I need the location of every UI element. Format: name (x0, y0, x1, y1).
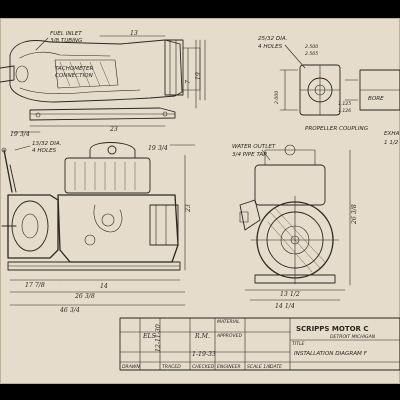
field-material: MATERIAL (217, 319, 240, 325)
dia-holes-left-1: 13/32 DIA. (32, 141, 62, 147)
field-scale: SCALE 1/8 (247, 364, 271, 370)
dim-26-end: 26 3/8 (351, 204, 358, 225)
dim-2500: 2.500 (305, 44, 318, 50)
dim-1126: 1.126 (338, 108, 351, 114)
dim-19-3-4-side: 19 3/4 (148, 145, 168, 152)
checked-date: 1-19-33 (192, 351, 216, 358)
dim-19-3-4-left: 19 3/4 (10, 131, 30, 138)
propeller-coupling-view (279, 64, 400, 116)
dim-13-top: 13 (130, 30, 138, 37)
dim-19: 19 (195, 72, 202, 80)
side-view (1, 142, 196, 306)
company-name: SCRIPPS MOTOR C (296, 325, 369, 333)
dim-46-3-4: 46 3/4 (59, 307, 80, 314)
field-checked: CHECKED (192, 364, 215, 370)
dim-2000: 2.000 (274, 91, 280, 104)
end-view (239, 144, 351, 301)
dia-holes-left-2: 4 HOLES (32, 148, 57, 154)
fuel-inlet-label: FUEL INLET (50, 31, 82, 37)
company-subtitle: DETROIT MICHIGAN (330, 334, 376, 340)
field-approved: APPROVED (216, 333, 243, 339)
dim-14-side: 14 (100, 283, 108, 290)
bottom-border (0, 384, 400, 400)
checked-initials: R.M. (194, 333, 210, 340)
field-title: TITLE (292, 341, 305, 347)
propeller-coupling-label: PROPELLER COUPLING (305, 126, 369, 132)
top-view (0, 35, 206, 133)
bore-label: BORE (368, 96, 384, 102)
dim-13-1-2: 13 1/2 (280, 291, 300, 298)
dim-23-side: 23 (185, 204, 192, 213)
dim-2505: 2.505 (305, 51, 318, 57)
top-border (0, 0, 400, 18)
tachometer-label: TACHOMETER (55, 66, 94, 72)
water-outlet-2: 3/4 PIPE TAP (232, 152, 267, 158)
title-block (119, 317, 400, 371)
field-traced: TRACED (162, 364, 181, 370)
field-drawn: DRAWN (122, 364, 140, 370)
dim-17-7-8: 17 7/8 (25, 282, 45, 289)
tubing-label: 3/8 TUBING (50, 38, 83, 44)
dim-14-1-4: 14 1/4 (275, 303, 295, 310)
dim-1125: 1.125 (338, 101, 351, 107)
exhaust-label: EXHA (384, 131, 400, 137)
dim-26-3-8: 26 3/8 (74, 293, 95, 300)
dim-23: 23 (109, 126, 118, 133)
dia-holes-right-1: 25/32 DIA. (258, 36, 288, 42)
dia-holes-right-2: 4 HOLES (258, 44, 283, 50)
dim-7: 7 (185, 80, 192, 84)
exhaust-sub: 1 1/2 (384, 140, 399, 146)
connection-label: CONNECTION (55, 73, 94, 79)
drawing-title: INSTALLATION DIAGRAM F (294, 351, 368, 357)
field-date: DATE (270, 364, 282, 370)
drawn-date: 12-11-30 (155, 324, 162, 352)
field-engineer: ENGINEER (217, 364, 241, 370)
water-outlet-1: WATER OUTLET (232, 144, 276, 150)
drawn-initials: ELS (142, 333, 156, 340)
